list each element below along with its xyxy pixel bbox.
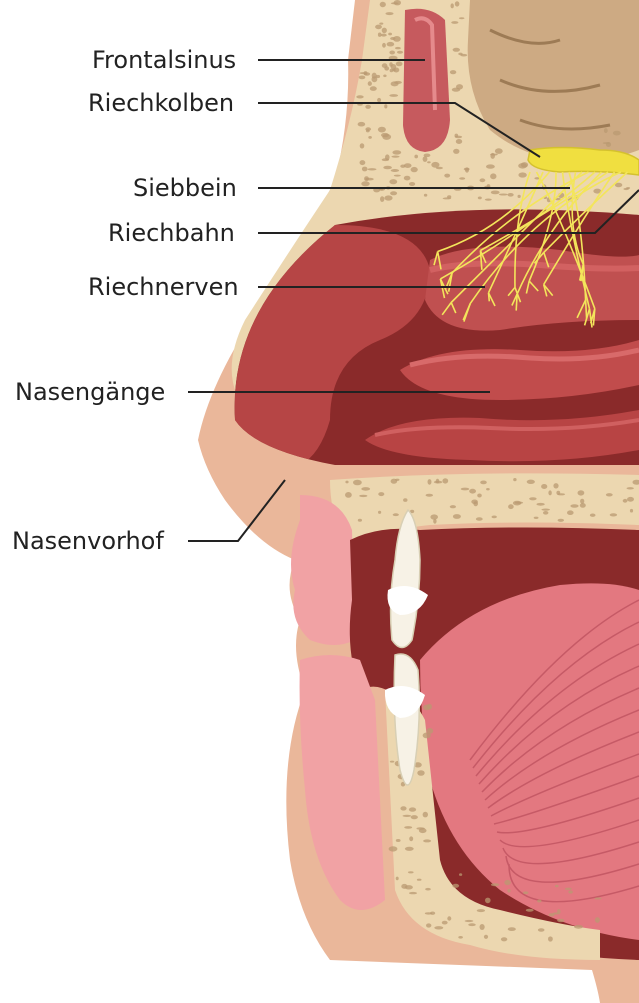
frontal-sinus (403, 9, 450, 152)
label-riechnerven: Riechnerven (88, 273, 239, 301)
label-riechkolben: Riechkolben (88, 89, 234, 117)
label-riechbahn: Riechbahn (108, 219, 235, 247)
upper-lip (291, 495, 355, 645)
nasal-cavity (200, 200, 639, 480)
label-frontalsinus: Frontalsinus (92, 46, 236, 74)
label-nasengaenge: Nasengänge (15, 378, 165, 406)
label-siebbein: Siebbein (133, 174, 237, 202)
label-nasenvorhof: Nasenvorhof (12, 527, 164, 555)
